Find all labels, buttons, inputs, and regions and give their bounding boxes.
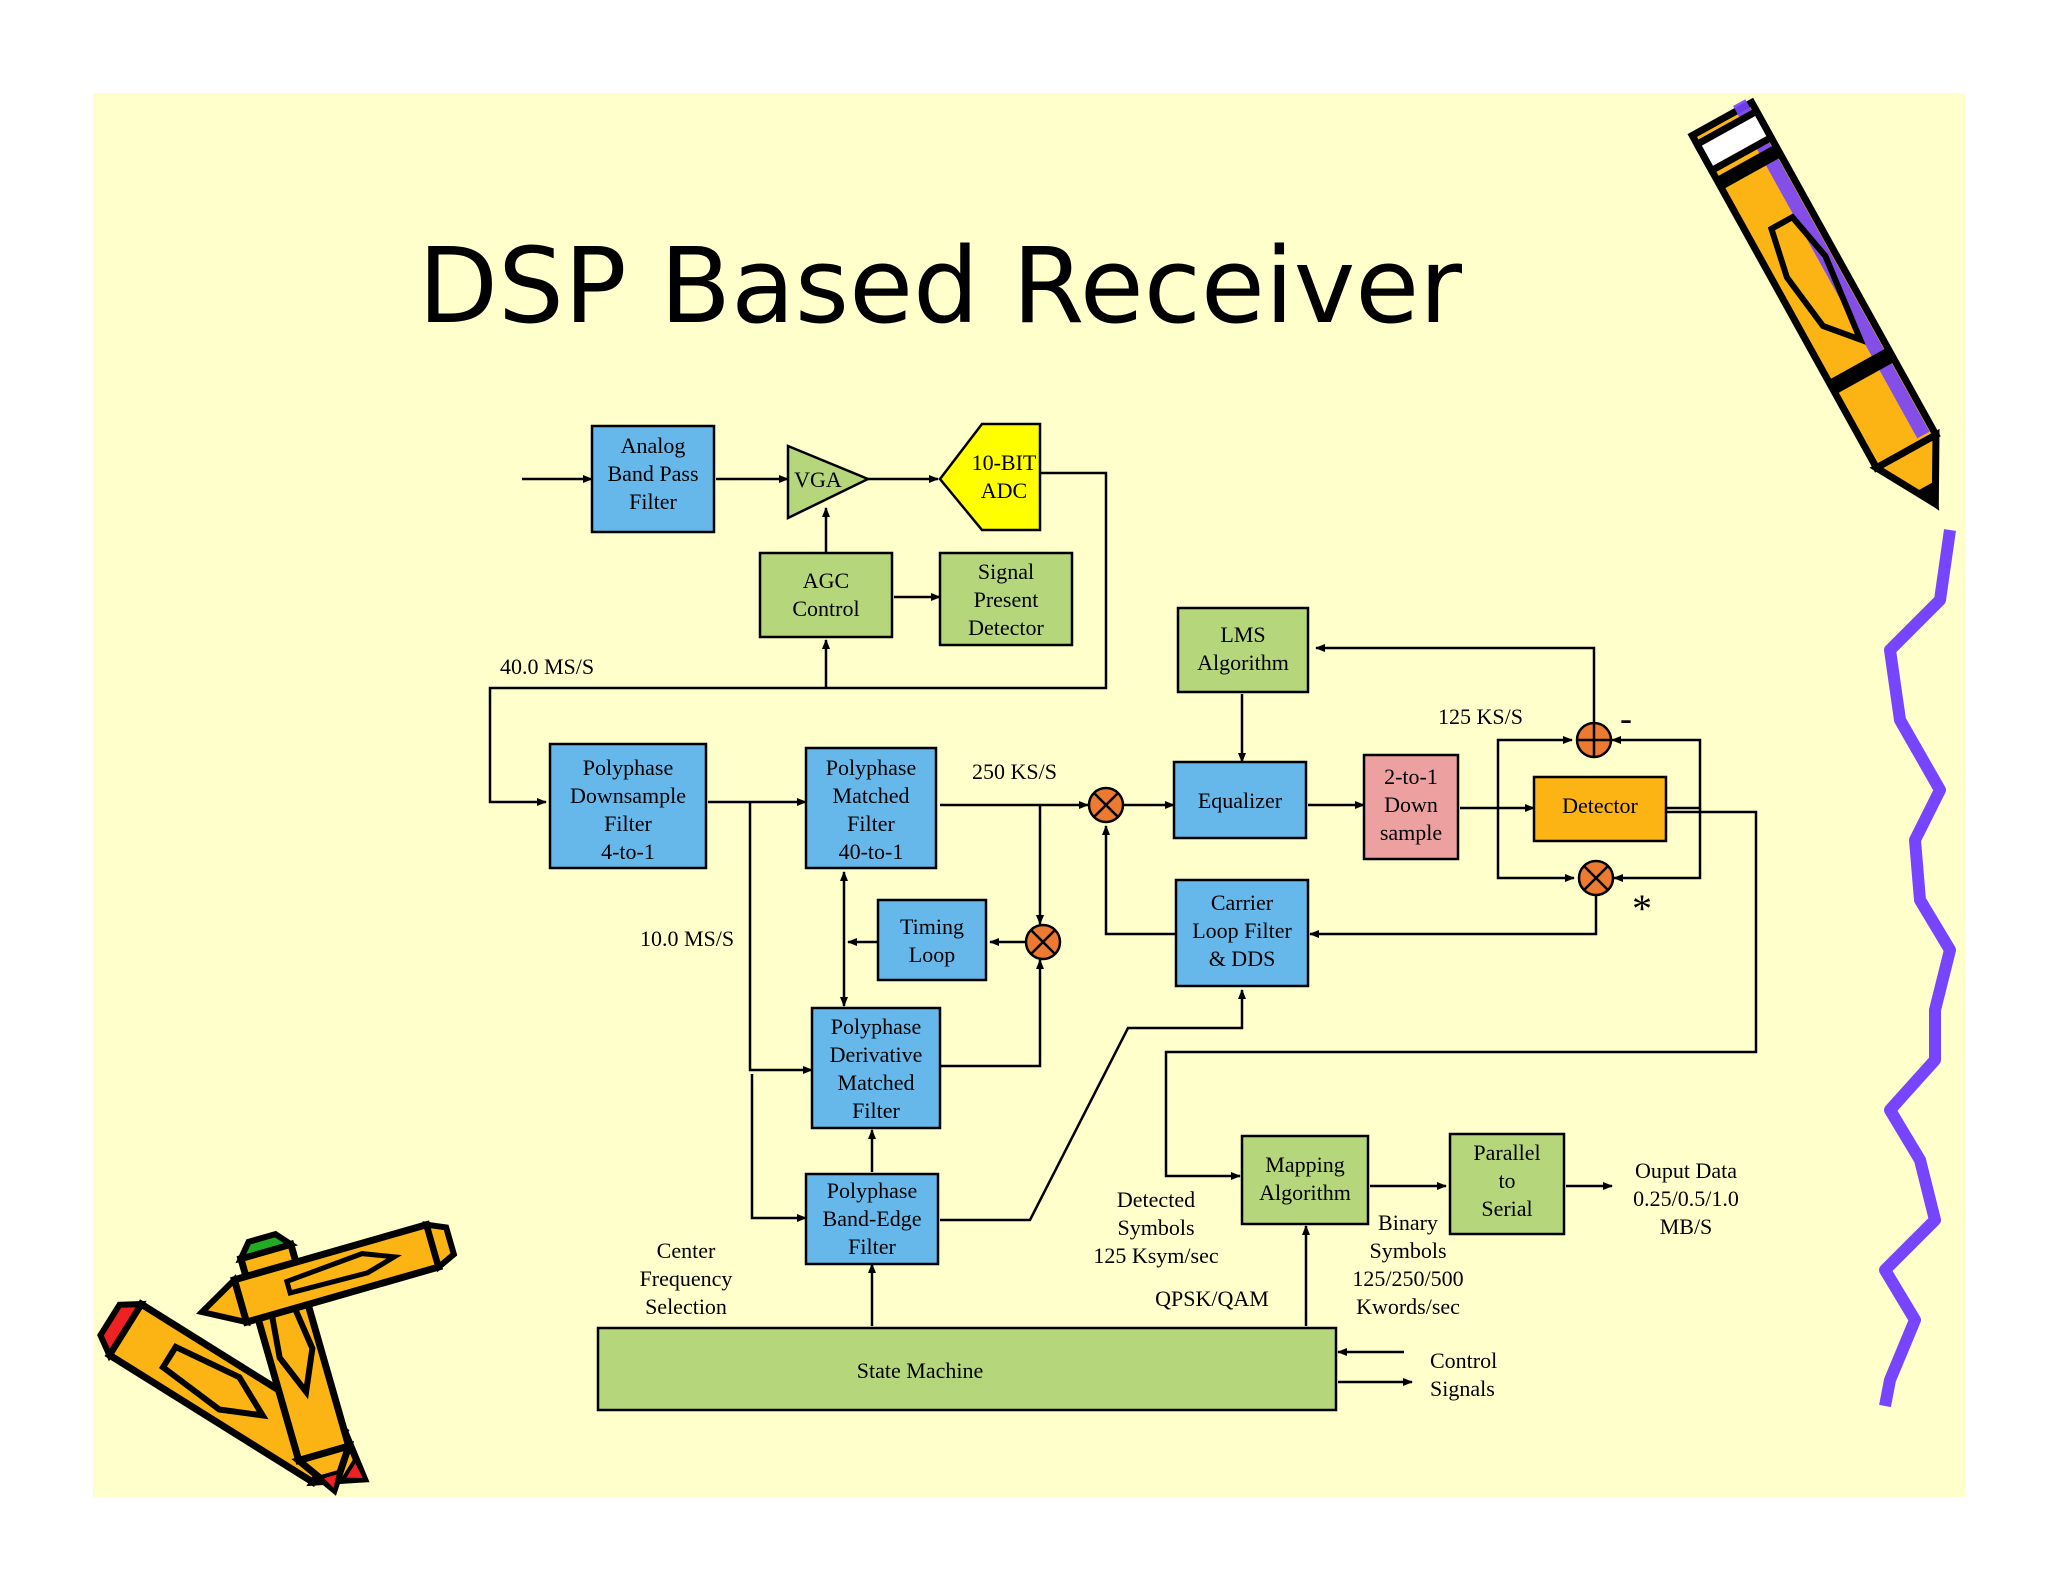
rate-10-label: 10.0 MS/S (640, 926, 734, 951)
pds-to-pbe-line (750, 1074, 807, 1222)
polyphase-downsample-block (548, 742, 708, 870)
error-mixer (1577, 859, 1615, 897)
polyphase-derivative-block (810, 1006, 942, 1130)
pencil-top-right-icon (1687, 97, 1941, 511)
mapping-algorithm-block (1240, 1134, 1370, 1226)
rate-40-label: 40.0 MS/S (500, 654, 594, 679)
det-to-sum-line (1611, 736, 1702, 810)
slide-title: DSP Based Receiver (418, 225, 1462, 347)
conjugate-star: * (1632, 886, 1652, 931)
qpsk-label: QPSK/QAM (1155, 1286, 1269, 1311)
downsample-block (1362, 753, 1460, 861)
free-labels: 40.0 MS/S 10.0 MS/S 250 KS/S 125 KS/S - … (500, 654, 1739, 1401)
timing-mixer (1024, 923, 1062, 961)
mixers (1024, 721, 1615, 961)
lms-algorithm-block (1176, 606, 1310, 694)
pds-to-pdmf-line (748, 802, 813, 1074)
signal-present-detector-block (938, 551, 1074, 647)
agc-control-block (758, 551, 894, 639)
pdmf-to-timing-mixer-line (940, 959, 1044, 1068)
det-label: Detector (1562, 793, 1638, 818)
main-mixer (1087, 786, 1125, 824)
crayon-right-icon (196, 1220, 458, 1327)
adc-feedback-line (488, 471, 1108, 806)
errmix-to-clf-line (1309, 896, 1598, 938)
analog-bpf-block (590, 424, 716, 534)
timing-loop-block (876, 898, 988, 982)
squiggle-decoration (1879, 529, 1956, 1408)
polyphase-band-edge-block (804, 1172, 940, 1266)
sm-label: State Machine (857, 1358, 983, 1383)
vga-label: VGA (794, 467, 842, 492)
det-to-errmix-line (1613, 808, 1702, 882)
detector-block (1532, 775, 1668, 843)
det-to-map-line (1164, 810, 1758, 1180)
state-machine-block (596, 1326, 1338, 1412)
eq-label: Equalizer (1198, 788, 1283, 813)
rate-250-label: 250 KS/S (972, 759, 1057, 784)
equalizer-block (1172, 760, 1308, 840)
blocks (548, 422, 1668, 1412)
vga-amplifier (786, 444, 872, 520)
pbe-to-clf-line (940, 989, 1246, 1222)
adc-block (938, 422, 1042, 532)
minus-sign: - (1620, 698, 1632, 738)
error-summer (1575, 721, 1613, 759)
rate-125-label: 125 KS/S (1438, 704, 1523, 729)
parallel-to-serial-block (1448, 1132, 1566, 1236)
clf-to-mixer-line (1102, 825, 1176, 936)
dwn-to-errmix-line (1496, 808, 1575, 882)
dwn-to-sum-line (1496, 736, 1573, 808)
sum-to-lms-line (1315, 644, 1596, 722)
polyphase-matched-filter-block (804, 746, 938, 870)
carrier-loop-filter-block (1174, 878, 1310, 988)
connectors (488, 471, 1758, 1386)
